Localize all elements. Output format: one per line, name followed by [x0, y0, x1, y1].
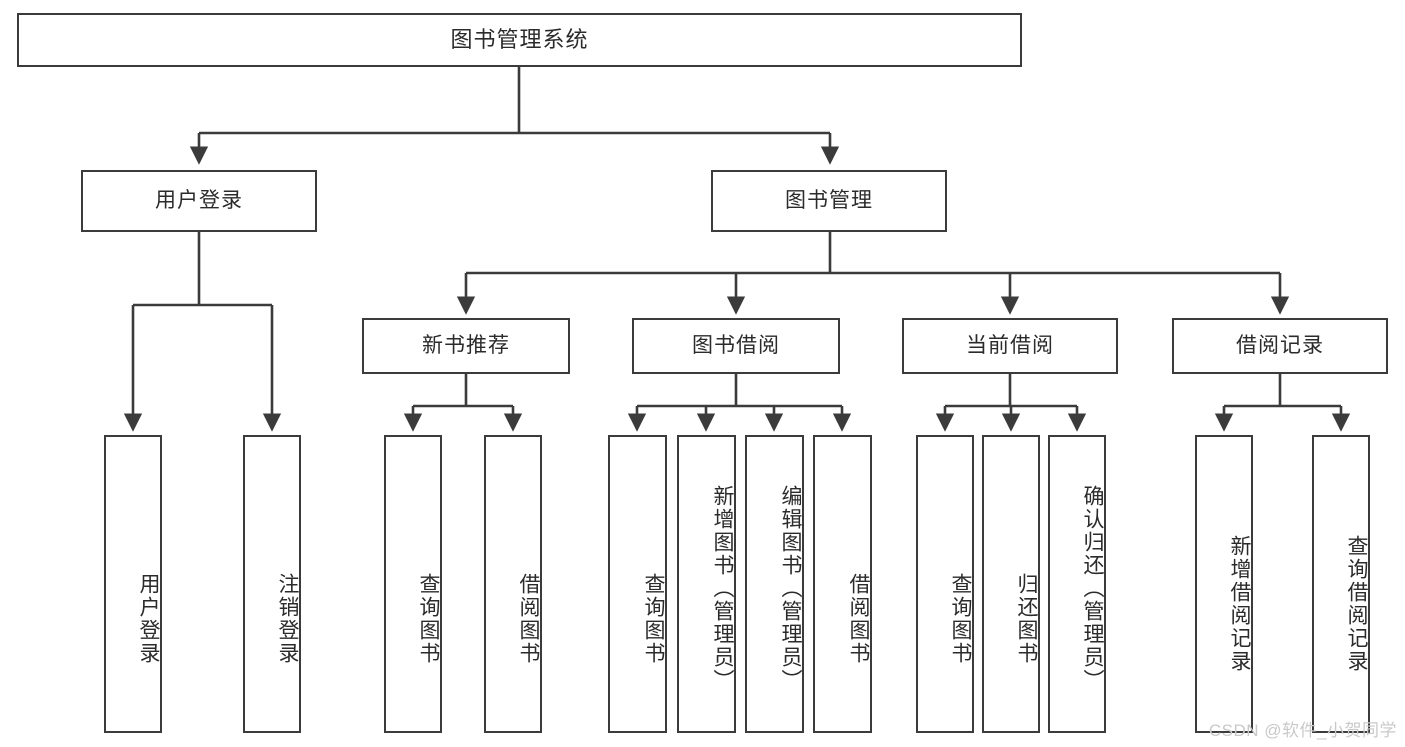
leaf-logout-login[interactable]: 注销登录 [243, 435, 301, 733]
leaf-borrow-book-borrow[interactable]: 借阅图书 [813, 435, 872, 733]
node-label: 图书管理 [785, 189, 873, 213]
node-label: 用户登录 [137, 573, 160, 665]
leaf-return-book[interactable]: 归还图书 [982, 435, 1040, 733]
leaf-query-book-recommend[interactable]: 查询图书 [384, 435, 442, 733]
node-label: 新增图书（管理员） [711, 484, 734, 692]
node-book-management[interactable]: 图书管理 [711, 170, 947, 232]
node-root-system[interactable]: 图书管理系统 [17, 13, 1022, 67]
node-label: 新增借阅记录 [1228, 535, 1251, 673]
node-label: 查询借阅记录 [1345, 535, 1368, 673]
leaf-query-borrow-record[interactable]: 查询借阅记录 [1312, 435, 1370, 733]
node-label: 借阅图书 [847, 573, 870, 665]
node-current-borrow[interactable]: 当前借阅 [902, 318, 1118, 374]
node-label: 新书推荐 [422, 334, 510, 358]
node-book-borrow[interactable]: 图书借阅 [632, 318, 840, 374]
leaf-confirm-return[interactable]: 确认归还（管理员） [1048, 435, 1106, 733]
node-label: 查询图书 [417, 573, 440, 665]
leaf-user-login[interactable]: 用户登录 [104, 435, 162, 733]
node-label: 借阅图书 [517, 573, 540, 665]
watermark-text: CSDN @软件_小贺同学 [1208, 721, 1397, 740]
node-label: 借阅记录 [1236, 334, 1324, 358]
node-label: 图书管理系统 [450, 26, 589, 52]
node-label: 归还图书 [1015, 573, 1038, 665]
node-label: 用户登录 [155, 189, 243, 213]
node-label: 确认归还（管理员） [1081, 484, 1104, 692]
leaf-edit-book[interactable]: 编辑图书（管理员） [745, 435, 804, 733]
leaf-add-book[interactable]: 新增图书（管理员） [677, 435, 736, 733]
leaf-add-borrow-record[interactable]: 新增借阅记录 [1195, 435, 1253, 733]
leaf-query-book-current[interactable]: 查询图书 [916, 435, 974, 733]
node-new-book-recommend[interactable]: 新书推荐 [362, 318, 570, 374]
leaf-borrow-book-recommend[interactable]: 借阅图书 [484, 435, 542, 733]
leaf-query-book-borrow[interactable]: 查询图书 [608, 435, 667, 733]
node-borrow-record[interactable]: 借阅记录 [1172, 318, 1388, 374]
node-label: 查询图书 [642, 573, 665, 665]
node-user-login[interactable]: 用户登录 [81, 170, 317, 232]
node-label: 查询图书 [949, 573, 972, 665]
node-label: 图书借阅 [692, 334, 780, 358]
node-label: 编辑图书（管理员） [779, 484, 802, 692]
node-label: 注销登录 [276, 573, 299, 665]
node-label: 当前借阅 [966, 334, 1054, 358]
